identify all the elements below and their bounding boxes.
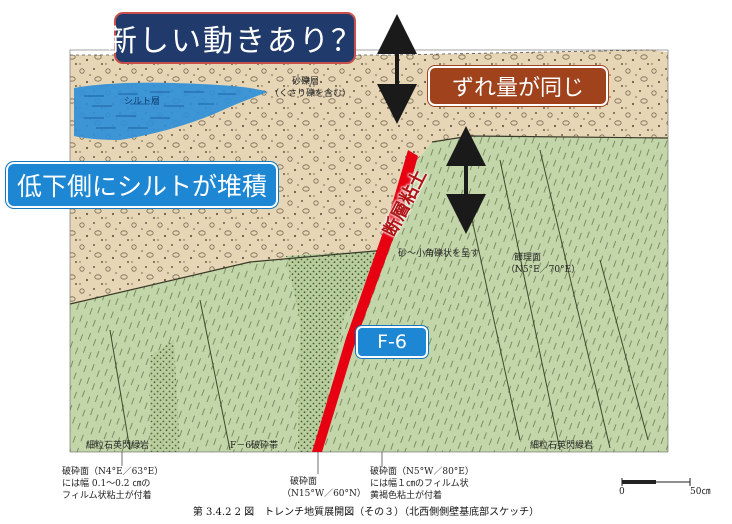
silt-layer-area (74, 82, 268, 140)
fracture-left-line1: 破砕面（N4°E／63°E） (62, 467, 164, 477)
gravel-layer-area (70, 50, 668, 304)
sand-breccia-label: 砂～小角礫状を呈す (398, 249, 480, 259)
fracture-mid-line2: （N15°W／60°N） (282, 489, 366, 499)
gravel-note-label: （くさり礫を含む） (270, 89, 352, 99)
fracture-mid-line1: 破砕面 (290, 477, 318, 487)
fracture-left-line3: フィルム状粘土が付着 (62, 491, 152, 501)
granite-left-label: 細粒石英閃緑岩 (86, 441, 150, 451)
scale-bar (621, 478, 691, 486)
f6-zone-label: F－6破砕帯 (230, 441, 278, 451)
figure-caption: 第 3.4.2 2 図 トレンチ地質展開図（その３）（北西側側壁基底部スケッチ） (192, 507, 540, 518)
fracture-left-line2: には幅 0.1～0.2 ㎝の (62, 479, 151, 489)
fracture-right-line2: には幅１㎝のフィルム状 (370, 479, 469, 489)
fracture-right-line1: 破砕面（N5°W／80°E） (370, 467, 474, 477)
callout-same-offset: ずれ量が同じ (428, 66, 608, 106)
callout-fault-f6: F-6 (356, 326, 428, 358)
breccia-zone (286, 250, 386, 452)
scale-max-label: 50㎝ (690, 487, 711, 497)
scale-zero-label: 0 (619, 487, 625, 497)
fault-f6-line (312, 150, 418, 452)
callout-silt-deposit: 低下側にシルトが堆積 (6, 162, 278, 208)
silt-layer-label: シルト層 (124, 97, 161, 107)
joint-orient-label: （N5°E／70°E） (506, 265, 581, 275)
granite-right-label: 細粒石英閃緑岩 (530, 441, 594, 451)
joint-plane-label: 節理面 (514, 253, 542, 263)
callout-new-movement: 新しい動きあり？ (107, 12, 361, 64)
gravel-layer-label: 砂礫層 (292, 77, 320, 87)
fracture-right-line3: 黄褐色粘土が付着 (370, 491, 443, 501)
breccia-zone-left (150, 340, 180, 452)
